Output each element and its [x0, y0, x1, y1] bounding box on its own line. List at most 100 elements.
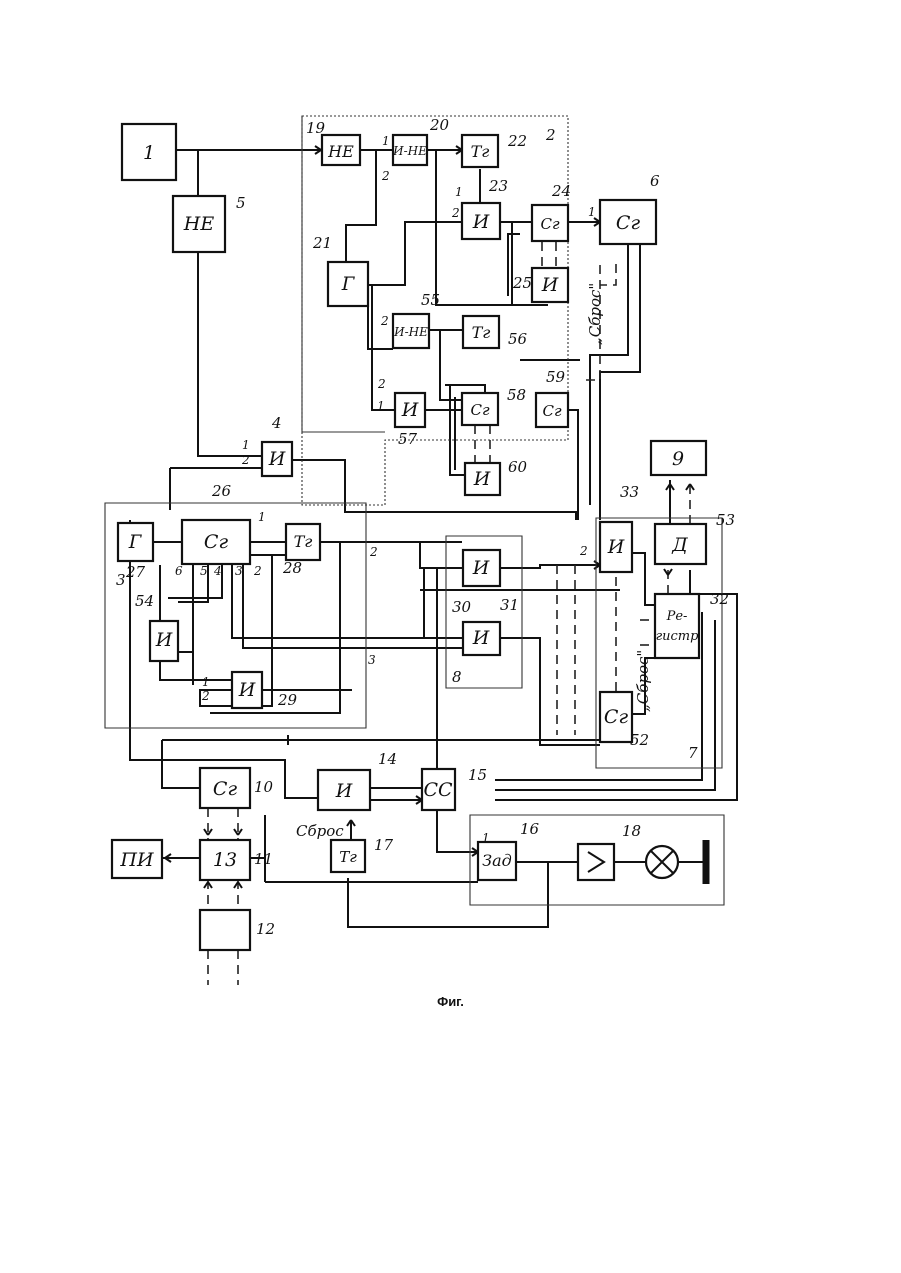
svg-text:Сг: Сг	[540, 215, 559, 233]
svg-text:2: 2	[451, 206, 460, 220]
svg-text:13: 13	[213, 849, 237, 871]
svg-text:Тг: Тг	[339, 848, 357, 866]
svg-text:57: 57	[398, 430, 418, 448]
svg-text:12: 12	[256, 920, 275, 938]
svg-text:1: 1	[455, 185, 463, 199]
svg-text:26: 26	[211, 482, 232, 500]
svg-text:6: 6	[175, 564, 183, 578]
svg-text:19: 19	[306, 119, 326, 137]
block-31-and: И	[463, 622, 500, 655]
svg-text:И: И	[541, 274, 559, 296]
svg-text:30: 30	[452, 598, 472, 616]
block-9: 9	[651, 441, 706, 475]
svg-text:И: И	[401, 399, 419, 421]
block-14-counter: И	[318, 770, 370, 810]
svg-text:58: 58	[507, 386, 526, 404]
block-6-counter: Сг	[600, 200, 656, 244]
svg-text:Сброс: Сброс	[296, 822, 344, 840]
svg-text:31: 31	[500, 596, 519, 614]
svg-text:2: 2	[201, 689, 210, 703]
block-16-trigger: Зад	[478, 842, 516, 880]
block-22-trigger: Тг	[462, 135, 498, 167]
svg-text:„Сброс": „Сброс"	[586, 283, 604, 345]
svg-text:2: 2	[369, 545, 378, 559]
svg-text:33: 33	[620, 483, 639, 501]
svg-text:28: 28	[282, 559, 302, 577]
svg-text:И: И	[472, 557, 490, 579]
svg-text:Сг: Сг	[616, 212, 641, 234]
svg-text:Тг: Тг	[472, 323, 491, 342]
svg-text:2: 2	[579, 544, 588, 558]
block-17-pulse-shaper: Тг	[331, 840, 365, 872]
svg-text:18: 18	[622, 822, 641, 840]
block-amplifier	[578, 844, 614, 880]
svg-text:ПИ: ПИ	[119, 849, 154, 871]
svg-text:И: И	[268, 448, 286, 470]
block-32-register: Ре- гистр	[655, 594, 699, 658]
block-30-and: И	[463, 550, 500, 586]
block-25-and: И	[532, 268, 568, 302]
svg-text:„Сброс": „Сброс"	[634, 650, 652, 712]
svg-text:17: 17	[374, 836, 394, 854]
svg-text:22: 22	[507, 132, 527, 150]
svg-text:5: 5	[236, 194, 246, 212]
svg-text:1: 1	[242, 438, 250, 452]
svg-text:1: 1	[202, 675, 210, 689]
svg-text:И: И	[472, 627, 490, 649]
block-53-decoder: Д	[655, 524, 706, 564]
svg-text:60: 60	[508, 458, 528, 476]
svg-text:16: 16	[520, 820, 540, 838]
svg-text:56: 56	[508, 330, 528, 348]
svg-text:И: И	[155, 629, 173, 651]
block-54-delay: И	[150, 621, 178, 661]
svg-text:9: 9	[672, 448, 684, 470]
svg-text:3: 3	[368, 653, 376, 667]
svg-text:20: 20	[429, 116, 450, 134]
svg-text:1: 1	[482, 831, 490, 845]
block-19-ne: НЕ	[322, 135, 360, 165]
block-24-counter: Сг	[532, 205, 568, 241]
block-23-and: И	[462, 203, 500, 239]
svg-text:1: 1	[382, 134, 390, 148]
svg-text:Тг: Тг	[294, 532, 313, 551]
svg-text:5: 5	[200, 564, 208, 578]
svg-text:4: 4	[271, 414, 282, 432]
svg-text:НЕ: НЕ	[327, 142, 354, 161]
block-11-comparator: 13	[200, 840, 250, 880]
svg-text:2: 2	[545, 126, 556, 144]
block-4-and: И	[262, 442, 292, 476]
svg-text:И: И	[473, 468, 491, 490]
svg-text:Г: Г	[341, 273, 356, 295]
svg-text:1: 1	[143, 142, 155, 164]
svg-text:Сг: Сг	[213, 778, 238, 800]
block-58-counter: Сг	[462, 393, 498, 425]
block-27-generator: Г	[118, 523, 153, 561]
svg-text:Тг: Тг	[471, 142, 490, 161]
svg-text:2: 2	[253, 564, 262, 578]
svg-text:25: 25	[512, 274, 532, 292]
svg-text:55: 55	[421, 291, 440, 309]
svg-text:2: 2	[241, 453, 250, 467]
block-26-counter: Сг	[182, 520, 250, 564]
svg-text:Ре-: Ре-	[666, 609, 688, 624]
block-12-setter	[200, 910, 250, 950]
svg-text:Сг: Сг	[470, 401, 489, 419]
block-15-and: СС	[422, 769, 455, 810]
svg-text:3: 3	[235, 564, 243, 578]
svg-text:Г: Г	[128, 531, 143, 553]
block-56-trigger: Тг	[463, 316, 499, 348]
svg-text:И-НЕ: И-НЕ	[393, 325, 428, 339]
svg-text:И: И	[335, 780, 353, 802]
svg-text:54: 54	[135, 592, 154, 610]
svg-text:Сг: Сг	[542, 402, 561, 420]
svg-text:27: 27	[125, 563, 146, 581]
svg-text:Д: Д	[671, 534, 688, 556]
svg-text:И: И	[238, 679, 256, 701]
lamp-icon	[646, 846, 678, 878]
svg-text:59: 59	[546, 368, 566, 386]
svg-text:29: 29	[277, 691, 298, 709]
block-20-and-not: И-НЕ	[392, 135, 427, 165]
svg-text:СС: СС	[423, 779, 453, 801]
block-55-and-not: И-НЕ	[393, 314, 429, 348]
